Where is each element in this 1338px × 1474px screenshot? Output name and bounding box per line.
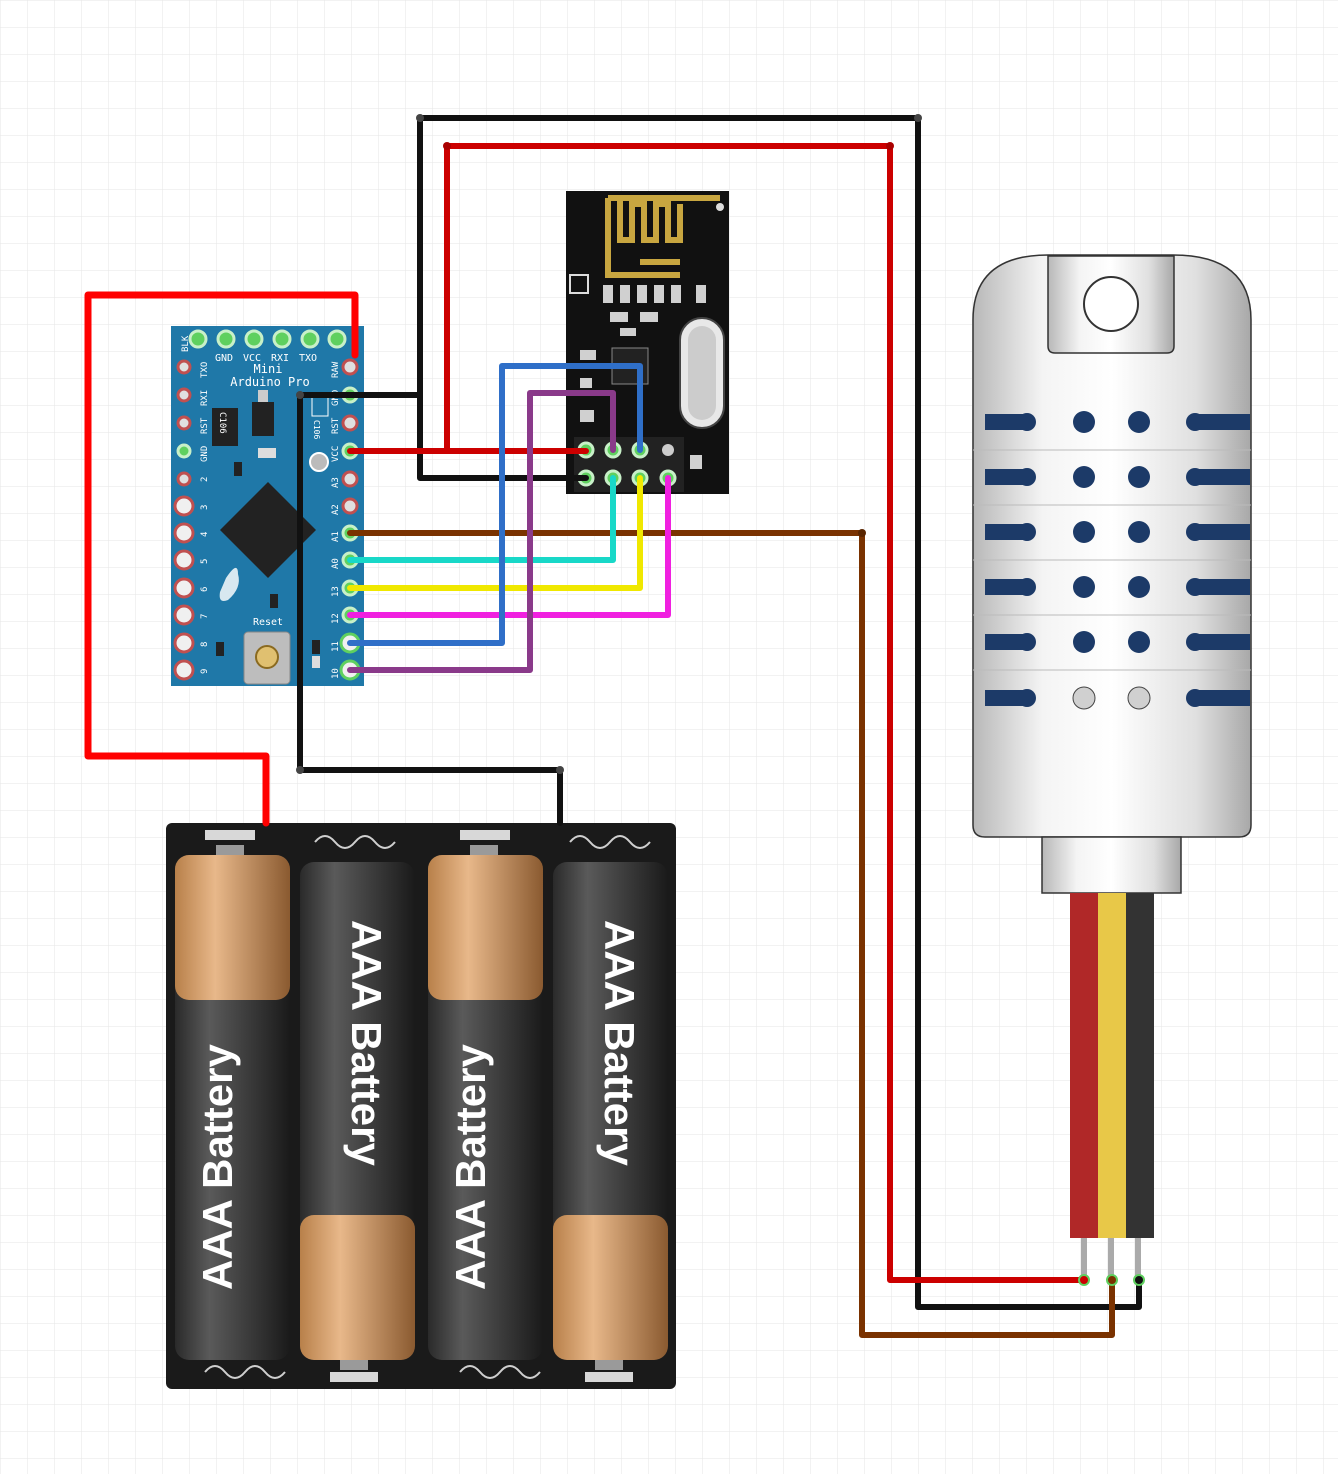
wire-nrf-miso[interactable] bbox=[347, 475, 671, 618]
nrf-antenna bbox=[605, 195, 720, 278]
sensor-mount-hole bbox=[1083, 276, 1139, 332]
battery-holder: AAA Battery AAA Battery AAA Battery AAA … bbox=[166, 823, 676, 1389]
svg-text:7: 7 bbox=[200, 614, 210, 619]
arduino-top-pin-labels: BLK GND VCC RXI TXO bbox=[181, 335, 317, 364]
svg-text:BLK: BLK bbox=[181, 335, 191, 352]
battery-4-label: AAA Battery bbox=[596, 920, 643, 1166]
temperature-humidity-sensor bbox=[972, 254, 1252, 1280]
svg-text:TXO: TXO bbox=[200, 362, 210, 378]
svg-text:RXI: RXI bbox=[271, 353, 289, 364]
nrf-passives bbox=[580, 285, 706, 469]
wire-endpoints bbox=[296, 114, 1145, 1286]
svg-text:12: 12 bbox=[331, 613, 341, 624]
arduino-c106-label: C106 bbox=[312, 420, 321, 439]
arduino-chip-label: C106 bbox=[217, 412, 227, 434]
svg-text:A1: A1 bbox=[331, 531, 341, 542]
battery-1-label: AAA Battery bbox=[194, 1044, 241, 1290]
arduino-regulator bbox=[212, 408, 238, 446]
battery-3: AAA Battery bbox=[428, 845, 543, 1360]
sensor-lead-yellow bbox=[1098, 893, 1126, 1238]
battery-4: AAA Battery bbox=[553, 862, 668, 1370]
svg-text:8: 8 bbox=[200, 642, 210, 647]
reset-button-cap[interactable] bbox=[255, 645, 279, 669]
svg-text:RST: RST bbox=[200, 417, 210, 434]
sensor-neck bbox=[1041, 836, 1182, 894]
wire-nrf-ce[interactable] bbox=[347, 475, 616, 563]
svg-text:VCC: VCC bbox=[331, 446, 341, 462]
sensor-lead-red bbox=[1070, 893, 1100, 1238]
wire-battery-positive[interactable] bbox=[84, 291, 359, 827]
arduino-ldo bbox=[252, 402, 274, 436]
svg-text:RST: RST bbox=[331, 417, 341, 434]
svg-text:VCC: VCC bbox=[243, 353, 261, 364]
svg-text:9: 9 bbox=[200, 669, 210, 674]
sensor-vents bbox=[985, 411, 1250, 707]
battery-1: AAA Battery bbox=[175, 845, 290, 1360]
svg-text:6: 6 bbox=[200, 587, 210, 592]
arduino-mcu-chip bbox=[220, 482, 316, 578]
arduino-reset-label: Reset bbox=[253, 617, 283, 628]
svg-text:RXI: RXI bbox=[200, 390, 210, 406]
svg-text:A2: A2 bbox=[331, 504, 341, 515]
battery-2-label: AAA Battery bbox=[343, 920, 390, 1166]
arduino-title-line2: Arduino Pro bbox=[230, 375, 309, 389]
svg-text:A0: A0 bbox=[331, 558, 341, 569]
svg-text:TXO: TXO bbox=[299, 353, 317, 364]
svg-text:GND: GND bbox=[200, 446, 210, 462]
sparkfun-flame-icon bbox=[219, 567, 239, 601]
arduino-left-header bbox=[173, 359, 195, 681]
svg-text:5: 5 bbox=[200, 559, 210, 564]
arduino-title-line1: Mini bbox=[254, 362, 283, 376]
svg-text:GND: GND bbox=[215, 353, 233, 364]
wire-sensor-data[interactable] bbox=[347, 530, 1115, 1338]
svg-text:RAW: RAW bbox=[331, 361, 341, 378]
svg-text:4: 4 bbox=[200, 532, 210, 537]
wire-nrf-csn[interactable] bbox=[347, 390, 616, 673]
wire-nrf-sck[interactable] bbox=[347, 475, 643, 591]
sensor-lead-black bbox=[1126, 893, 1154, 1238]
wire-nrf-mosi[interactable] bbox=[347, 363, 643, 646]
battery-springs bbox=[204, 835, 651, 1379]
arduino-top-header bbox=[188, 329, 347, 349]
svg-text:11: 11 bbox=[331, 641, 341, 652]
arduino-left-pin-labels: TXO RXI RST GND 2 3 4 5 6 7 8 9 bbox=[200, 362, 210, 674]
battery-2: AAA Battery bbox=[300, 862, 415, 1370]
svg-text:3: 3 bbox=[200, 505, 210, 510]
nrf24l01-module bbox=[566, 191, 729, 494]
battery-3-label: AAA Battery bbox=[447, 1044, 494, 1290]
svg-text:A3: A3 bbox=[331, 477, 341, 488]
arduino-pro-mini: BLK GND VCC RXI TXO Mini Arduino Pro TXO… bbox=[171, 326, 364, 686]
svg-text:13: 13 bbox=[331, 586, 341, 597]
svg-text:10: 10 bbox=[331, 668, 341, 679]
svg-text:2: 2 bbox=[200, 477, 210, 482]
